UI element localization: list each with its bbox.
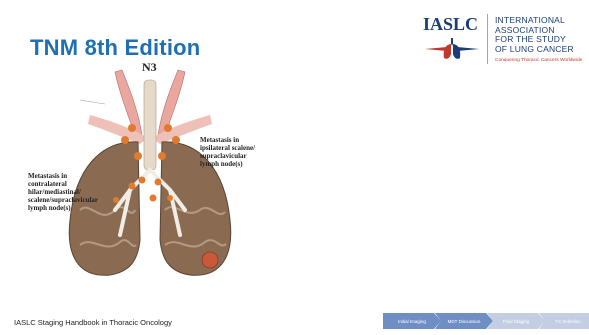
slide-title: TNM 8th Edition xyxy=(30,35,200,61)
annotation-left: Metastasis in contralateral hilar/medias… xyxy=(28,172,98,212)
step-initial-imaging[interactable]: Initial Imaging xyxy=(383,313,441,329)
logo-wordmark: IASLC xyxy=(423,14,478,35)
logo-org-name: INTERNATIONAL ASSOCIATION FOR THE STUDY … xyxy=(495,16,589,54)
lung-emblem-icon xyxy=(423,36,481,62)
logo-divider xyxy=(487,14,488,64)
footer-handbook-title: IASLC Staging Handbook in Thoracic Oncol… xyxy=(14,318,172,327)
step-final-staging[interactable]: Final Staging xyxy=(487,313,545,329)
step-mdt-discussion[interactable]: MDT Discussion xyxy=(435,313,493,329)
process-steps: Initial Imaging MDT Discussion Final Sta… xyxy=(383,313,589,329)
logo-tagline: Conquering Thoracic Cancers Worldwide xyxy=(495,58,582,63)
figure-label-n3: N3 xyxy=(142,60,157,75)
annotation-right: Metastasis in ipsilateral scalene/ supra… xyxy=(200,136,255,168)
n3-lymph-node-illustration: N3 Metastasis in contralateral hilar/med… xyxy=(20,60,285,290)
iaslc-logo: IASLC INTERNATIONAL ASSOCIATION FOR THE … xyxy=(417,8,587,70)
step-tx-selection[interactable]: TX Selection xyxy=(539,313,589,329)
